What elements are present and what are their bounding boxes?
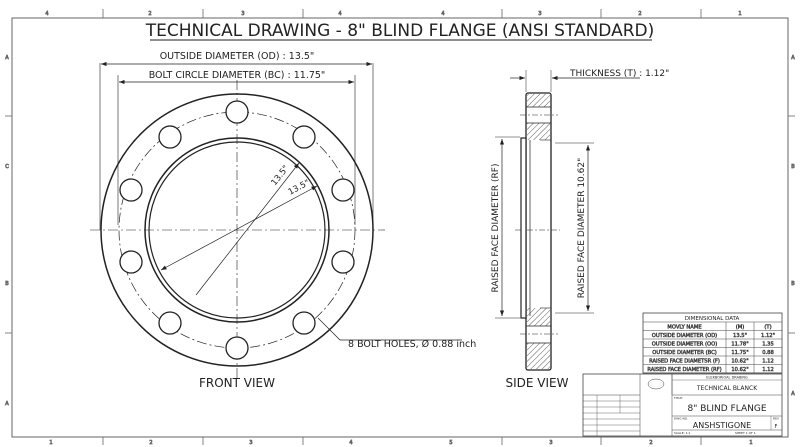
zone-label-left: A: [5, 55, 9, 61]
front-view: [90, 61, 462, 380]
scale-label: SCALE: 1:1: [674, 431, 691, 435]
zone-label-bottom: 5: [449, 440, 452, 446]
table-cell: 11.78": [731, 342, 748, 348]
bolt-hole: [119, 178, 143, 202]
table-title: DIMENSIONAL DATA: [685, 316, 740, 322]
rf-dimension-left: RAISED FACE DIAMETER (RF): [491, 163, 501, 292]
table-cell: RAISED FACE DIAMETER (RF): [647, 367, 721, 373]
zone-label-top: 2: [638, 11, 641, 17]
table-cell: 1.12: [762, 359, 774, 365]
table-cell: 13.5": [733, 333, 747, 339]
zone-label-left: B: [5, 281, 9, 287]
title-block-subtitle: TECHNICAL BLANCK: [696, 385, 758, 392]
bolt-holes-note: 8 BOLT HOLES, Ø 0.88 inch: [348, 339, 476, 350]
zone-label-bottom: 2: [649, 440, 652, 446]
od-dimension-label: OUTSIDE DIAMETER (OD) : 13.5": [160, 51, 315, 62]
revision: F: [775, 424, 778, 430]
table-cell: OUTSIDE DIAMETER (OO): [652, 342, 718, 348]
zone-label-top: 3: [241, 11, 244, 17]
zone-label-top: 4: [441, 11, 444, 17]
company-logo: [647, 378, 665, 390]
table-header-cell: (M): [736, 325, 745, 331]
table-cell: 1.12: [762, 367, 774, 373]
zone-label-bottom: 3: [549, 440, 552, 446]
zone-label-right: B: [791, 164, 795, 170]
radial-dimension-1: 13.5": [269, 164, 291, 188]
table-cell: 0.88: [762, 350, 774, 356]
title-block: [582, 373, 783, 437]
zone-label-top: 4: [338, 11, 341, 17]
dwg-label: DWG NO.: [674, 417, 688, 421]
rev-label: REV: [773, 417, 780, 421]
table-cell: 10.62": [731, 359, 748, 365]
bolt-hole: [331, 250, 355, 274]
title-block-header: ELEKBORIOAL DRABING: [706, 376, 748, 380]
drawing-number: ANSHSTIGONE: [693, 421, 751, 430]
bolt-hole: [292, 311, 316, 335]
zone-label-bottom: 1: [49, 440, 52, 446]
dimensional-data-table: MOVLY NAME (M) (T) OUTSIDE DIAMETER (OD) 13.…: [642, 312, 783, 374]
zone-label-bottom: 2: [149, 440, 152, 446]
zone-label-left: C: [5, 164, 9, 170]
zone-label-top: 2: [148, 11, 151, 17]
thickness-dimension-label: THICKNESS (T) : 1.12": [569, 69, 669, 79]
bolt-hole: [292, 125, 316, 149]
table-cell: 10.62": [731, 367, 748, 373]
bolt-hole: [225, 336, 249, 360]
table-cell: RAISED FACE DIAMETSR (F): [649, 359, 720, 365]
radial-dimension-2: 13.5": [287, 178, 312, 198]
drawing-title-block: 8" BLIND FLANGE: [687, 404, 766, 414]
zone-label-bottom: 3: [249, 440, 252, 446]
bolt-hole: [225, 100, 249, 124]
zone-label-bottom: 1: [749, 440, 752, 446]
front-view-label: FRONT VIEW: [199, 376, 275, 390]
table-cell: 11.75": [731, 350, 748, 356]
side-view-label: SIDE VIEW: [506, 376, 569, 390]
table-cell: 1.35: [762, 342, 774, 348]
bolt-hole: [331, 178, 355, 202]
zone-label-left: A: [5, 401, 9, 407]
bolt-hole: [158, 311, 182, 335]
bolt-hole: [158, 125, 182, 149]
zone-label-right: A: [791, 55, 795, 61]
zone-label-right: A: [791, 391, 795, 397]
table-cell: OUTSIDE DIAMETER (OD): [652, 333, 717, 339]
zone-label-top: 3: [538, 11, 541, 17]
side-view: [495, 70, 640, 371]
sheet-frame: [11, 17, 789, 438]
zone-label-top: 4: [45, 11, 48, 17]
sheet-label: SHEET 1 OF 1: [735, 431, 756, 435]
zone-label-right: B: [791, 281, 795, 287]
table-header-cell: MOVLY NAME: [667, 325, 701, 331]
drawing-title: TECHNICAL DRAWING - 8" BLIND FLANGE (ANS…: [145, 21, 655, 41]
bolt-hole: [119, 250, 143, 274]
bc-dimension-label: BOLT CIRCLE DIAMETER (BC) : 11.75": [149, 70, 326, 81]
table-cell: 1.12": [761, 333, 775, 339]
table-cell: OUTSIDE DIAMETER (BC): [652, 350, 716, 356]
table-header-cell: (T): [764, 325, 771, 331]
title-label: TITLE:: [673, 396, 683, 400]
zone-label-bottom: 4: [349, 440, 352, 446]
zone-label-top: 1: [738, 11, 741, 17]
rf-dimension-right: RAISED FACE DIAMETER 10.62": [577, 158, 587, 298]
